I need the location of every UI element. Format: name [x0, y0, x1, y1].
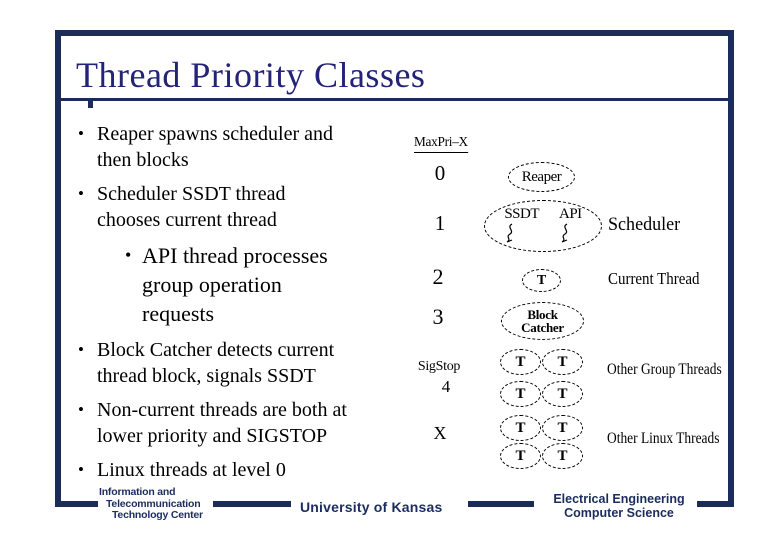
thread-label: T	[557, 353, 568, 370]
footer-line-segment	[468, 501, 534, 507]
thread-label: T	[557, 419, 568, 436]
other-group-threads-label: Other Group Threads	[607, 361, 722, 378]
university-name: University of Kansas	[300, 499, 443, 515]
footer-line-segment	[55, 501, 98, 507]
level-2: 2	[432, 264, 444, 289]
api-label: API	[559, 206, 582, 222]
bullet-text: Linux threads at level 0	[97, 459, 286, 481]
linux-thread-node: T	[542, 415, 583, 441]
group-thread-node: T	[542, 349, 583, 375]
title-rule	[58, 98, 730, 101]
ittc-logo-line: Information and	[99, 486, 176, 498]
footer-line-segment	[697, 501, 734, 507]
thread-label: T	[557, 385, 568, 402]
level-4: 4	[441, 377, 451, 396]
bullet-icon	[125, 241, 142, 328]
level-sigstop: SigStop	[417, 359, 461, 374]
department-line: Electrical Engineering	[553, 492, 685, 506]
bullet-text: requests	[142, 301, 215, 326]
thread-label: T	[515, 419, 526, 436]
list-item: Linux threads at level 0	[78, 457, 418, 483]
ittc-logo: Information and Telecommunication Techno…	[99, 486, 203, 522]
thread-label: T	[515, 447, 526, 464]
bullet-text: then blocks	[97, 149, 189, 171]
linux-thread-node: T	[500, 415, 541, 441]
bullet-text: Scheduler SSDT thread	[97, 183, 286, 205]
group-thread-node: T	[500, 381, 541, 407]
bullet-text: Non-current threads are both at	[97, 399, 347, 421]
ssdt-thread: SSDT	[504, 207, 539, 243]
reaper-node: Reaper	[508, 162, 575, 192]
bullet-icon	[78, 181, 97, 233]
block-catcher-label: Block	[527, 307, 558, 322]
bullet-icon	[78, 397, 97, 449]
ittc-logo-line: Telecommunication	[106, 497, 201, 510]
group-thread-node: T	[500, 349, 541, 375]
level-x: X	[433, 423, 447, 443]
level-3: 3	[432, 304, 444, 329]
reaper-label: Reaper	[521, 168, 562, 185]
api-thread: API	[559, 207, 582, 243]
current-thread-row-label: Current Thread	[608, 269, 700, 288]
squiggle-arrow-icon	[561, 223, 568, 243]
level-0: 0	[434, 161, 446, 185]
bullet-text: thread block, signals SSDT	[97, 365, 316, 387]
list-item-sub: API thread processes group operation reque…	[78, 241, 418, 328]
other-linux-threads-label: Other Linux Threads	[607, 430, 720, 447]
slide-border	[55, 30, 734, 507]
bullet-text: chooses current thread	[97, 209, 277, 231]
thread-label: T	[536, 272, 547, 288]
department-line: Computer Science	[564, 505, 674, 520]
block-catcher-node: Block Catcher	[501, 302, 584, 340]
list-item: Reaper spawns scheduler and then blocks	[78, 121, 418, 173]
linux-thread-node: T	[500, 443, 541, 469]
department-name: Electrical Engineering Computer Science	[543, 492, 695, 520]
thread-label: T	[515, 353, 526, 370]
bullet-text: lower priority and SIGSTOP	[97, 425, 328, 447]
scheduler-node: SSDT API	[484, 200, 602, 252]
ssdt-label: SSDT	[504, 206, 539, 222]
bullet-icon	[78, 457, 97, 483]
squiggle-arrow-icon	[506, 223, 513, 243]
current-thread-node: T	[522, 269, 561, 292]
list-item: Scheduler SSDT thread chooses current thr…	[78, 181, 418, 233]
scheduler-row-label: Scheduler	[608, 214, 681, 235]
group-thread-node: T	[542, 381, 583, 407]
list-item: Non-current threads are both at lower pri…	[78, 397, 418, 449]
bullet-text: Block Catcher detects current	[97, 339, 335, 361]
linux-thread-node: T	[542, 443, 583, 469]
ittc-logo-line: Technology Center	[112, 509, 203, 521]
page-title: Thread Priority Classes	[76, 55, 426, 95]
list-item: Block Catcher detects current thread bloc…	[78, 337, 418, 389]
bullet-icon	[78, 337, 97, 389]
thread-label: T	[557, 447, 568, 464]
bullet-text: group operation	[142, 272, 282, 297]
footer-line-segment	[213, 501, 291, 507]
block-catcher-label: Catcher	[521, 320, 564, 335]
level-1: 1	[434, 211, 446, 235]
bullet-text: Reaper spawns scheduler and	[97, 123, 334, 145]
thread-label: T	[515, 385, 526, 402]
bullet-text: API thread processes	[142, 243, 328, 268]
diagram-header-maxpri: MaxPri–X	[414, 135, 468, 153]
bullet-list: Reaper spawns scheduler and then blocks S…	[78, 121, 418, 491]
title-rule-tick	[88, 101, 93, 108]
bullet-icon	[78, 121, 97, 173]
